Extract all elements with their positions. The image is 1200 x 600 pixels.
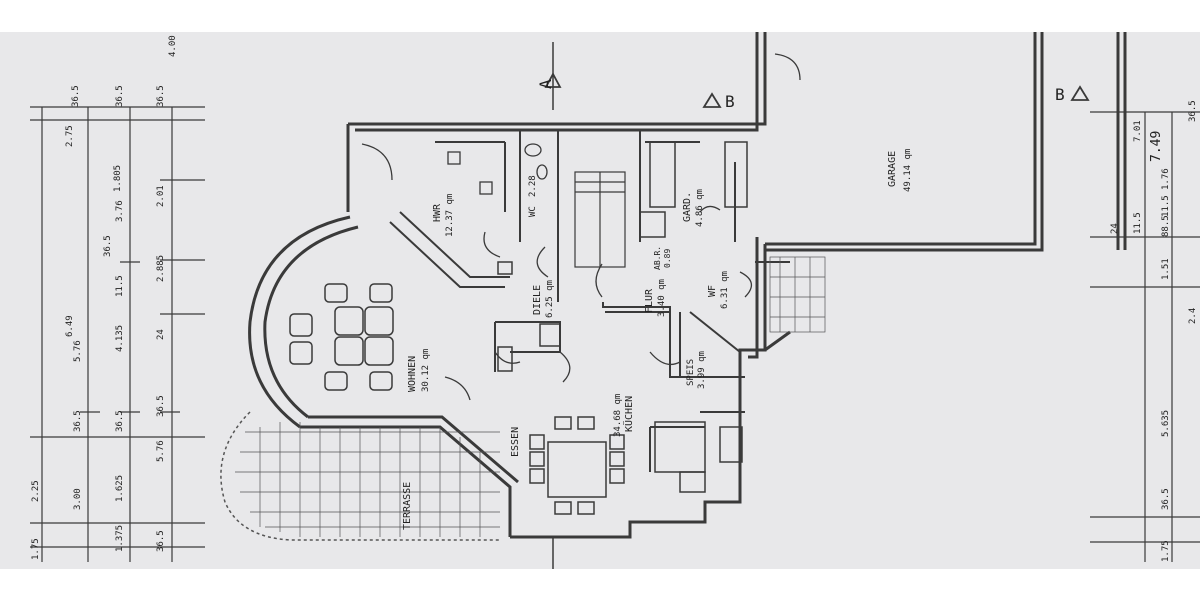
entry-hatch xyxy=(769,256,826,333)
dim-left: 3.00 xyxy=(73,488,83,510)
dim-right: 1.75 xyxy=(1161,540,1171,562)
room-hwr-area: 12.37 qm xyxy=(445,194,455,237)
dining-furniture xyxy=(529,416,625,515)
room-diele-area: 6.25 qm xyxy=(545,280,555,318)
dim-right: 1.51 xyxy=(1161,258,1171,280)
left-dimension-lines xyxy=(30,106,205,562)
right-dimension-lines xyxy=(1090,111,1200,562)
room-speis-name: SPEIS xyxy=(686,359,696,386)
room-wohnen-name: WOHNEN xyxy=(407,356,418,392)
floor-plan: A B B HWR 12.37 qm WC 2.28 DIELE 6.25 qm… xyxy=(30,32,1200,569)
dim-right: 36.5 xyxy=(1188,100,1198,122)
dim-left: 36.5 xyxy=(156,85,166,107)
room-wohnen-area: 30.12 qm xyxy=(421,349,431,392)
dim-left: 1.625 xyxy=(115,475,125,502)
dim-left: 11.5 xyxy=(115,275,125,297)
room-essen-name: ESSEN xyxy=(510,427,521,457)
dim-right: 24 xyxy=(1110,223,1120,234)
dim-right: 11.5 xyxy=(1161,195,1171,217)
room-terrasse-name: TERRASSE xyxy=(402,482,413,530)
room-abr-name: AB.R. xyxy=(653,246,662,270)
room-wc-area: 2.28 xyxy=(528,175,538,197)
dim-left: 36.5 xyxy=(103,235,113,257)
dim-left: 6.49 xyxy=(65,315,75,337)
room-flur-area: 3.40 qm xyxy=(657,279,667,317)
dim-right: 7.01 xyxy=(1133,120,1143,142)
dim-left: 24 xyxy=(156,329,166,340)
room-abr-area: 0.89 xyxy=(663,249,672,268)
right-dimension-texts: 7.49 7.01 1.76 11.5 24 1.51 5.635 36.5 1… xyxy=(1110,100,1198,562)
outer-walls xyxy=(248,32,1127,539)
dim-left: 5.76 xyxy=(156,440,166,462)
section-b-right-label: B xyxy=(1055,85,1065,104)
section-markers xyxy=(544,72,1090,108)
dim-left: 36.5 xyxy=(115,85,125,107)
room-kuechen-name: KÜCHEN xyxy=(622,396,635,432)
dim-left: 4.135 xyxy=(115,325,125,352)
room-diele-name: DIELE xyxy=(532,285,543,315)
living-furniture xyxy=(289,283,394,391)
dim-right: 11.5 xyxy=(1133,212,1143,234)
dim-left: 2.01 xyxy=(156,185,166,207)
dim-right: 36.5 xyxy=(1161,488,1171,510)
dim-left: 3.76 xyxy=(115,200,125,222)
room-wc-name: WC xyxy=(528,206,538,217)
dim-right: 7.49 xyxy=(1149,131,1164,162)
dim-left: 36.5 xyxy=(115,410,125,432)
blueprint-sheet: A B B HWR 12.37 qm WC 2.28 DIELE 6.25 qm… xyxy=(0,32,1200,569)
dim-right: 88.5 xyxy=(1161,215,1171,237)
room-wf-area: 6.31 qm xyxy=(720,271,730,309)
terrace-hatch xyxy=(220,411,500,541)
dim-left: 36.5 xyxy=(156,530,166,552)
room-garage-name: GARAGE xyxy=(887,151,898,187)
section-a-label: A xyxy=(536,79,555,89)
room-speis-area: 3.99 qm xyxy=(697,351,707,389)
dim-right: 1.76 xyxy=(1161,168,1171,190)
dim-left: 1.75 xyxy=(31,538,41,560)
room-wf-name: WF xyxy=(707,285,718,297)
wc-fixtures xyxy=(447,143,548,195)
room-gard-name: GARD. xyxy=(682,192,693,222)
section-b-top-label: B xyxy=(725,92,735,111)
dim-left: 5.76 xyxy=(73,340,83,362)
dim-left: 36.5 xyxy=(73,410,83,432)
stairs xyxy=(574,171,626,268)
inner-walls xyxy=(389,130,790,472)
left-dimension-texts: 2.75 1.805 3.76 2.01 2.885 6.49 5.76 4.1… xyxy=(31,35,178,560)
room-garage-area: 49.14 qm xyxy=(903,149,913,192)
room-kuechen-area: 34.68 qm xyxy=(613,394,623,437)
dim-right: 5.635 xyxy=(1161,410,1171,437)
dim-left: 1.805 xyxy=(113,165,123,192)
dim-left: 36.5 xyxy=(71,85,81,107)
kitchen-furniture xyxy=(497,141,748,493)
room-flur-name: FLUR xyxy=(644,288,655,313)
dim-left: 2.75 xyxy=(65,125,75,147)
dim-left: 1.375 xyxy=(115,525,125,552)
door-swings xyxy=(361,53,801,401)
dim-right: 2.4 xyxy=(1188,308,1198,324)
dim-left: 2.25 xyxy=(31,480,41,502)
room-hwr-name: HWR xyxy=(432,203,443,222)
dim-left: 4.00 xyxy=(168,35,178,57)
dim-left: 36.5 xyxy=(156,395,166,417)
room-gard-area: 4.86 qm xyxy=(695,189,705,227)
dim-left: 2.885 xyxy=(156,255,166,282)
